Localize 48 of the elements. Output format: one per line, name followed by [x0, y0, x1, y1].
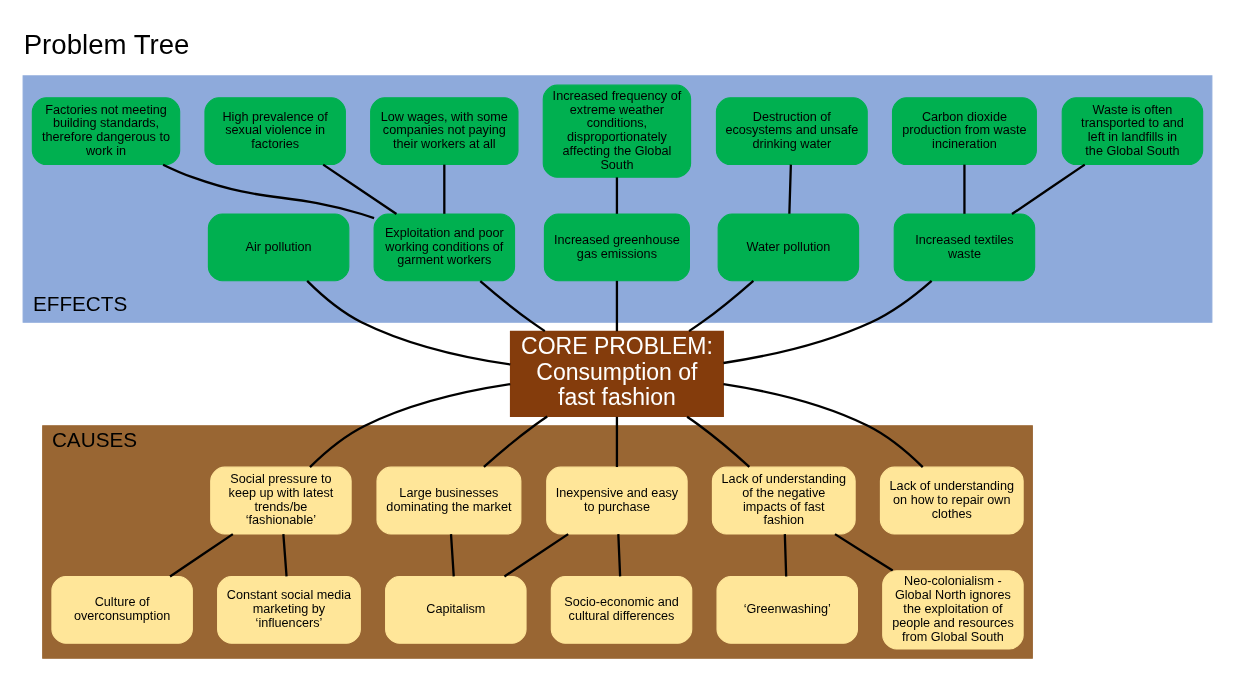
node-box: Air pollution: [207, 213, 349, 282]
connector: [962, 164, 966, 214]
connector: [322, 163, 397, 215]
connector: [1010, 163, 1085, 215]
diagram-title: Problem Tree: [23, 29, 189, 61]
node-box: CORE PROBLEM: Consumption of fast fashion: [509, 330, 724, 418]
node-box: Destruction of ecosystems and unsafe drinking water: [715, 97, 868, 166]
connector: [308, 382, 510, 468]
connector: [442, 164, 445, 214]
connector: [482, 415, 548, 468]
connector: [503, 533, 569, 578]
connector: [833, 533, 893, 572]
node-box: Carbon dioxide production from waste incineration: [891, 97, 1037, 166]
node-box: High prevalence of sexual violence in factories: [203, 97, 346, 166]
connector: [479, 280, 545, 333]
node-box: Increased greenhouse gas emissions: [543, 213, 690, 282]
node-box: Neo-colonialism - Global North ignores the exploitation of people and resources from Global South: [881, 570, 1024, 650]
node-box: Culture of overconsumption: [50, 575, 193, 644]
connector: [449, 534, 455, 577]
node-box: Social pressure to keep up with latest trends/be ‘fashionable’: [209, 466, 352, 535]
node-box: Waste is often transported to and left in landfills in the Global South: [1061, 97, 1203, 166]
connector: [615, 280, 618, 332]
connector: [281, 534, 288, 577]
node-box: Increased frequency of extreme weather conditions, disproportionately affecting the Global South: [542, 84, 691, 178]
node-box: Lack of understanding of the negative impacts of fast fashion: [711, 466, 856, 535]
node-box: Inexpensive and easy to purchase: [545, 466, 688, 535]
node-box: Constant social media marketing by ‘influencers’: [216, 575, 361, 644]
connector: [616, 534, 621, 577]
connector: [162, 163, 374, 220]
node-box: ‘Greenwashing’: [715, 575, 858, 644]
connector: [783, 534, 787, 577]
connector: [615, 416, 618, 467]
connector: [722, 383, 924, 468]
node-box: Low wages, with some companies not paying their workers at all: [369, 97, 519, 166]
connector: [787, 164, 792, 214]
node-box: Lack of understanding on how to repair own clothes: [879, 466, 1024, 535]
node-box: Water pollution: [717, 213, 859, 282]
connector: [615, 177, 618, 214]
node-box: Capitalism: [384, 575, 527, 644]
connector: [305, 280, 510, 366]
connector: [168, 533, 233, 578]
connector: [687, 279, 754, 333]
node-box: Socio-economic and cultural differences: [550, 575, 692, 644]
connector: [722, 279, 932, 365]
node-box: Factories not meeting building standards, therefore dangerous to work in: [31, 97, 180, 166]
node-box: Large businesses dominating the market: [375, 466, 521, 535]
node-box: Exploitation and poor working conditions of garment workers: [373, 213, 515, 282]
node-box: Increased textiles waste: [893, 213, 1035, 282]
